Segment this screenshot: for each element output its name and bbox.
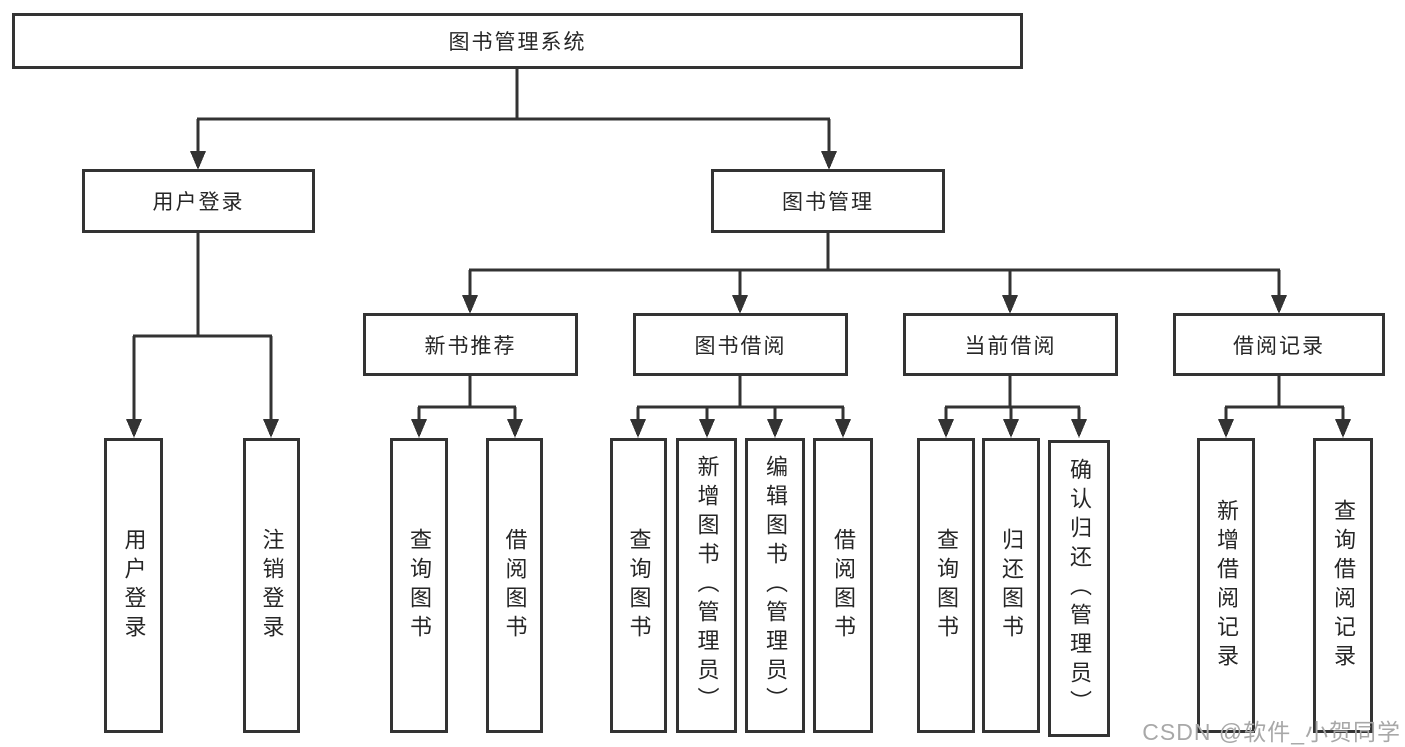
leaf-borrow-books-1: 借阅图书: [486, 438, 543, 733]
leaf-borrow-books-1-label: 借阅图书: [502, 527, 528, 644]
leaf-add-books-admin: 新增图书（管理员）: [676, 438, 737, 733]
leaf-logout: 注销登录: [243, 438, 300, 733]
leaf-confirm-return-admin: 确认归还（管理员）: [1048, 440, 1110, 737]
leaf-user-login-label: 用户登录: [121, 527, 147, 644]
node-borrow-records-label: 借阅记录: [1233, 334, 1325, 358]
leaf-query-borrow-record-label: 查询借阅记录: [1331, 498, 1356, 673]
leaf-query-borrow-record: 查询借阅记录: [1313, 438, 1373, 733]
leaf-query-books-2-label: 查询图书: [626, 527, 652, 644]
leaf-edit-books-admin-label: 编辑图书（管理员）: [763, 455, 788, 716]
node-book-management-label: 图书管理: [782, 191, 874, 214]
leaf-return-books: 归还图书: [982, 438, 1040, 733]
leaf-add-borrow-record: 新增借阅记录: [1197, 438, 1255, 733]
node-book-management: 图书管理: [711, 169, 945, 233]
node-book-borrowing: 图书借阅: [633, 313, 848, 376]
leaf-return-books-label: 归还图书: [999, 527, 1024, 644]
leaf-confirm-return-admin-label: 确认归还（管理员）: [1067, 458, 1092, 719]
leaf-query-books-1: 查询图书: [390, 438, 448, 733]
leaf-query-books-1-label: 查询图书: [407, 527, 432, 644]
node-library-system-label: 图书管理系统: [448, 31, 587, 54]
leaf-query-books-2: 查询图书: [610, 438, 667, 733]
node-user-login-label: 用户登录: [152, 191, 245, 214]
csdn-watermark: CSDN @软件_小贺同学: [1142, 719, 1401, 745]
node-current-borrowing-label: 当前借阅: [964, 334, 1057, 358]
leaf-add-borrow-record-label: 新增借阅记录: [1214, 498, 1239, 673]
node-current-borrowing: 当前借阅: [903, 313, 1118, 376]
leaf-logout-label: 注销登录: [259, 527, 285, 644]
leaf-query-books-3: 查询图书: [917, 438, 975, 733]
node-user-login: 用户登录: [82, 169, 315, 233]
node-new-book-recommend: 新书推荐: [363, 313, 578, 376]
leaf-user-login: 用户登录: [104, 438, 163, 733]
leaf-add-books-admin-label: 新增图书（管理员）: [694, 455, 720, 716]
node-borrow-records: 借阅记录: [1173, 313, 1385, 376]
leaf-borrow-books-2: 借阅图书: [813, 438, 873, 733]
node-book-borrowing-label: 图书借阅: [694, 334, 787, 358]
leaf-edit-books-admin: 编辑图书（管理员）: [745, 438, 805, 733]
leaf-borrow-books-2-label: 借阅图书: [831, 527, 856, 644]
node-new-book-recommend-label: 新书推荐: [424, 334, 517, 358]
leaf-query-books-3-label: 查询图书: [934, 527, 959, 644]
node-library-system: 图书管理系统: [12, 13, 1023, 69]
